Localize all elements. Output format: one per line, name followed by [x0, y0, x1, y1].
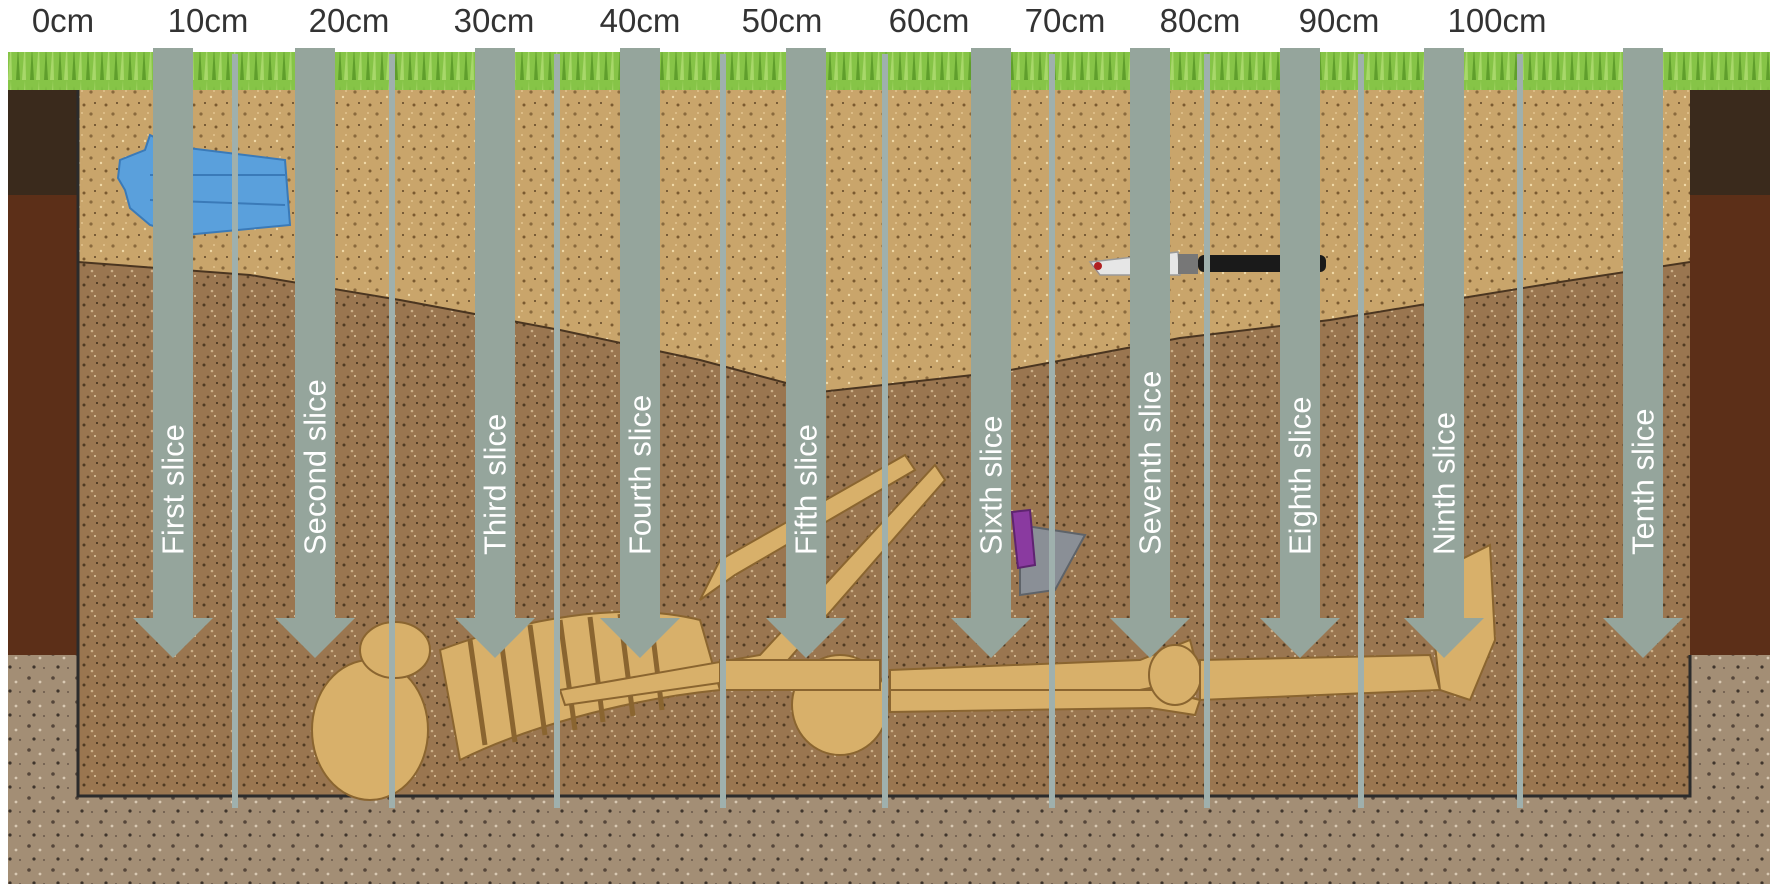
slice-label: First slice	[156, 424, 191, 555]
scale-label: 50cm	[742, 2, 823, 40]
scale-label: 100cm	[1447, 2, 1546, 40]
left-topsoil-wall	[8, 90, 78, 195]
scale-label: 80cm	[1160, 2, 1241, 40]
scale-label: 20cm	[309, 2, 390, 40]
scale-label: 70cm	[1025, 2, 1106, 40]
slice-label: Fourth slice	[623, 395, 658, 555]
slice-label: Eighth slice	[1283, 396, 1318, 555]
left-clay-wall	[8, 195, 78, 655]
scale-label: 30cm	[454, 2, 535, 40]
slice-label: Tenth slice	[1626, 409, 1661, 555]
scale-label: 10cm	[168, 2, 249, 40]
grass-surface	[8, 52, 1770, 94]
slice-label: Sixth slice	[974, 415, 1009, 555]
slice-label: Ninth slice	[1427, 412, 1462, 555]
scale-label: 0cm	[32, 2, 94, 40]
scale-label: 60cm	[889, 2, 970, 40]
right-topsoil-wall	[1690, 90, 1770, 195]
scale-label: 40cm	[600, 2, 681, 40]
slice-label: Fifth slice	[789, 424, 824, 555]
right-clay-wall	[1690, 195, 1770, 655]
slice-label: Second slice	[298, 379, 333, 555]
slice-label: Seventh slice	[1133, 371, 1168, 555]
scale-label: 90cm	[1299, 2, 1380, 40]
slice-label: Third slice	[478, 414, 513, 555]
